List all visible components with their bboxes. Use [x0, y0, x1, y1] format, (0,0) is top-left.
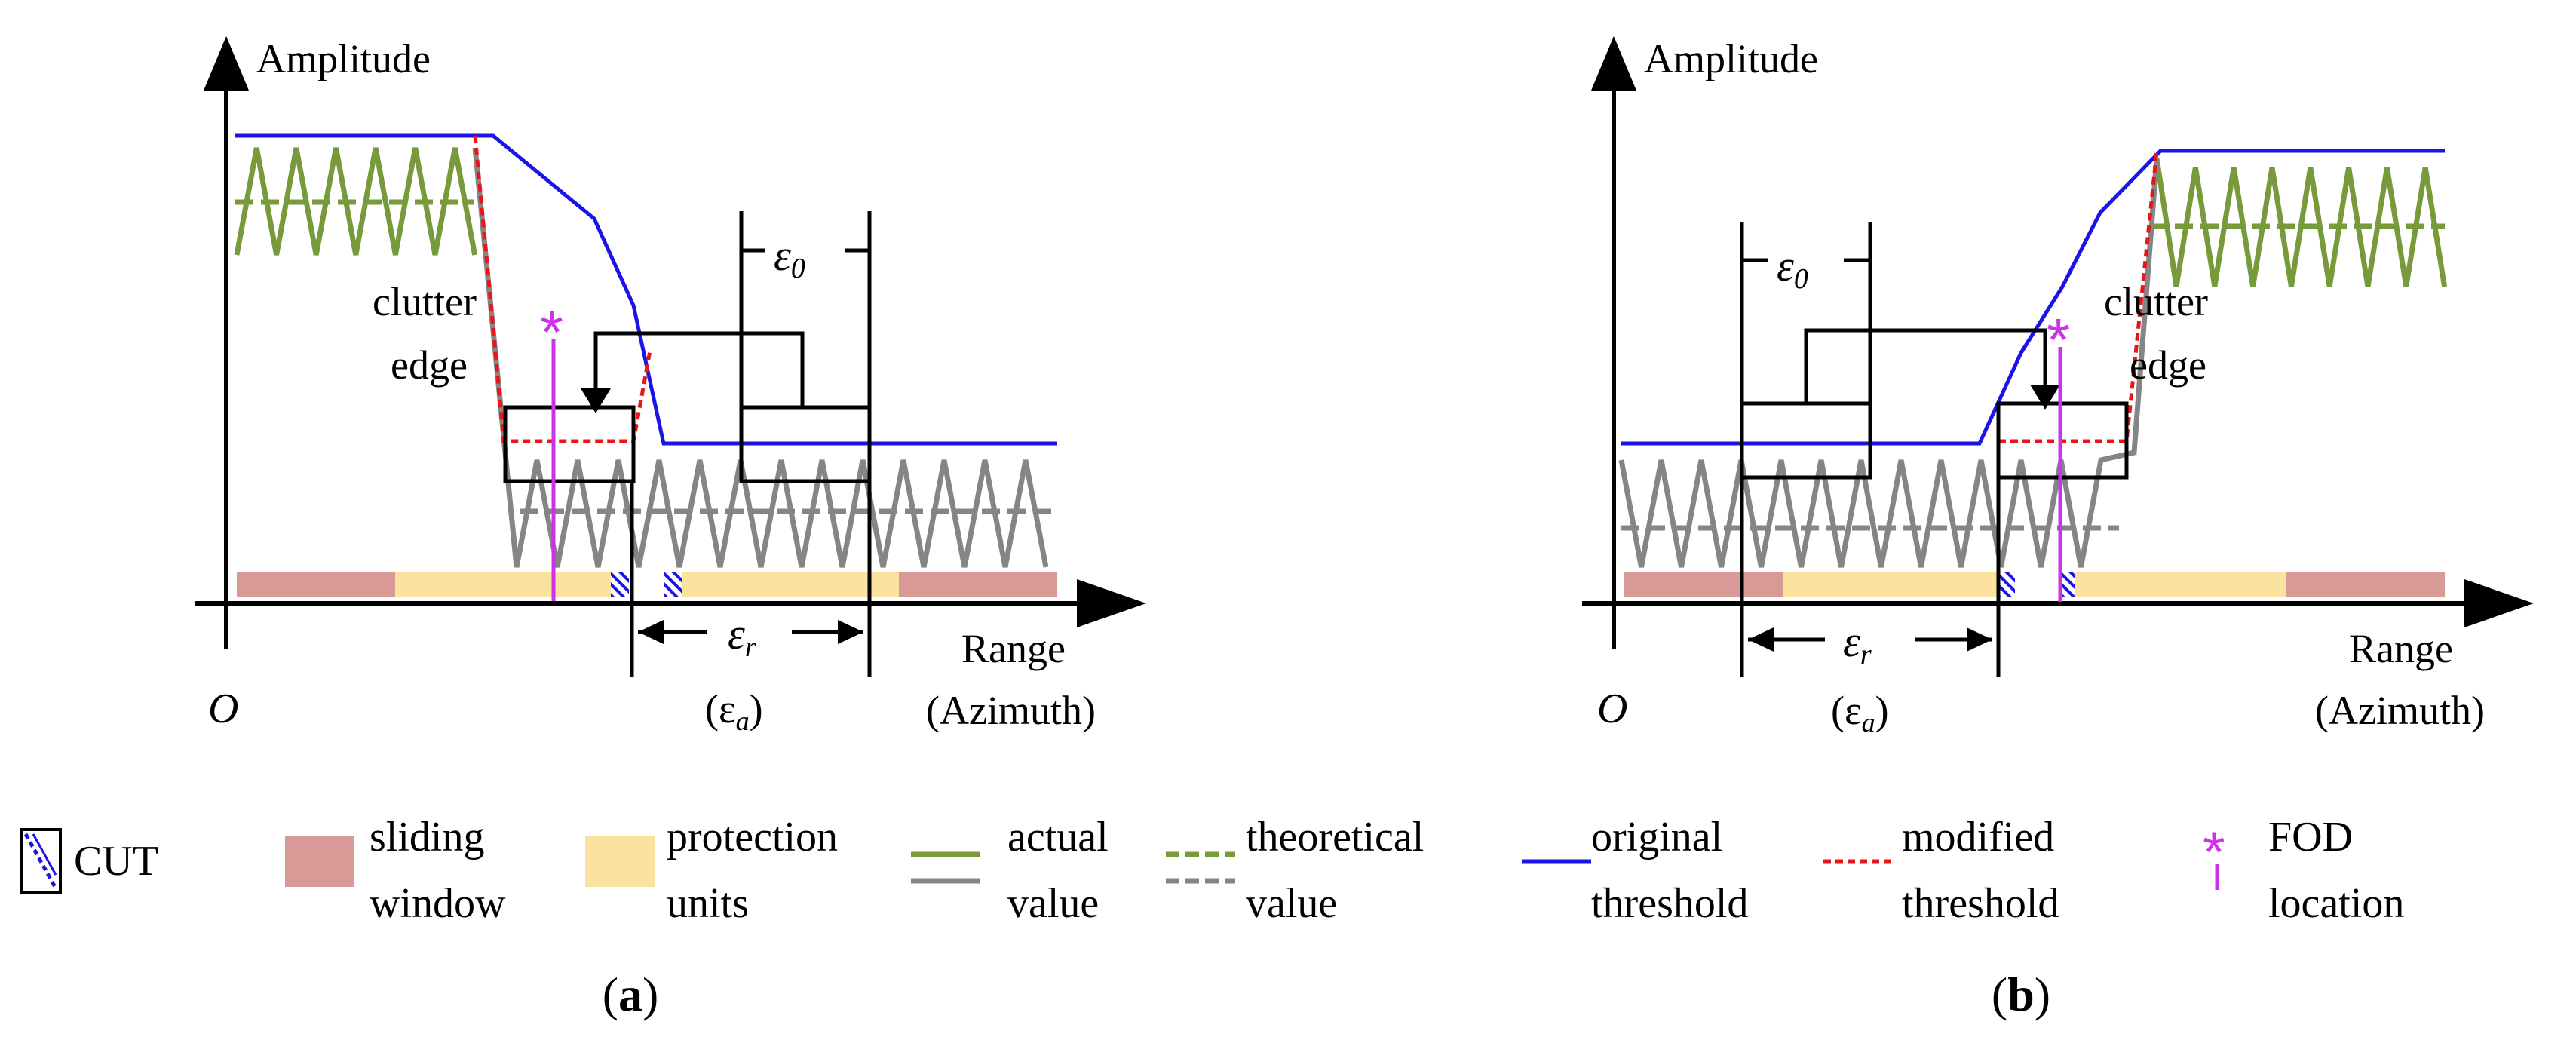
feedback-arrowhead: [581, 388, 611, 413]
fod-asterisk: *: [540, 299, 563, 366]
window-right: [739, 405, 872, 483]
cut-swatch-hatch: [23, 833, 58, 890]
legend-original-label-2: threshold: [1591, 880, 1748, 927]
sliding-window-right: [899, 572, 1057, 597]
sliding-window-left: [1624, 572, 1783, 597]
window-left: [503, 405, 636, 483]
clutter-edge-label-1: clutter: [373, 279, 477, 324]
legend-theoretical-label-2: value: [1246, 880, 1337, 927]
y-axis-label: Amplitude: [256, 36, 431, 81]
window-right: [1996, 401, 2129, 480]
fod-swatch-asterisk: *: [2203, 821, 2225, 885]
eps-r-label: εr: [1843, 617, 1872, 670]
sliding-window-swatch: [285, 836, 354, 887]
clutter-edge-label-2: edge: [2130, 342, 2206, 388]
legend-modified-label-2: threshold: [1902, 880, 2059, 927]
legend-cut-label: CUT: [74, 838, 158, 885]
feedback-arrowhead: [2030, 385, 2060, 410]
legend: CUT sliding window protection units actu…: [20, 814, 2404, 927]
x-axis-arrow: [2464, 579, 2534, 627]
origin-label: O: [1597, 686, 1627, 732]
origin-label: O: [208, 686, 238, 732]
window-left: [1740, 401, 1872, 480]
feedback-arrow: [1804, 328, 2047, 403]
original-threshold-line: [1621, 149, 2445, 446]
x-axis-arrow: [1077, 579, 1146, 627]
legend-actual-label-2: value: [1007, 880, 1099, 927]
eps-r-arrowhead: [638, 620, 664, 644]
x-axis-label-1: Range: [961, 626, 1066, 671]
x-axis-label-2: (Azimuth): [926, 688, 1096, 733]
cut-cell: [1998, 572, 2015, 597]
actual-noise-signal: [1618, 158, 2160, 568]
eps0-label: ε0: [774, 231, 805, 284]
y-axis-label: Amplitude: [1644, 36, 1818, 81]
y-axis-arrow: [1591, 36, 1636, 91]
legend-protection-label-2: units: [667, 880, 749, 927]
eps-r-arrowhead: [1967, 627, 1992, 652]
feedback-arrow: [593, 331, 805, 407]
eps-r-arrowhead: [838, 620, 863, 644]
eps0-label: ε0: [1777, 241, 1808, 295]
legend-modified-label-1: modified: [1902, 814, 2054, 861]
caption-b: (b): [1992, 968, 2050, 1021]
legend-original-label-1: original: [1591, 814, 1722, 861]
protection-units-left: [1783, 572, 1998, 597]
x-axis-label-2: (Azimuth): [2315, 688, 2485, 733]
cut-swatch-hatch: [32, 833, 57, 876]
legend-protection-label-1: protection: [667, 814, 838, 861]
sliding-window-right: [2286, 572, 2445, 597]
protection-units-right: [682, 572, 899, 597]
protection-units-right: [2075, 572, 2286, 597]
eps-a-label: (εa): [705, 686, 763, 736]
legend-actual-label-1: actual: [1007, 814, 1109, 861]
eps-r-arrowhead: [1748, 627, 1774, 652]
legend-theoretical-label-1: theoretical: [1246, 814, 1424, 861]
actual-noise-signal: [472, 147, 1049, 568]
clutter-edge-label-2: edge: [391, 342, 468, 388]
legend-fod-label-1: FOD: [2268, 814, 2353, 861]
clutter-edge-label-1: clutter: [2104, 279, 2208, 324]
y-axis-arrow: [204, 36, 249, 91]
sliding-window-left: [237, 572, 395, 597]
actual-clutter-signal: [2154, 158, 2448, 287]
actual-clutter-signal: [234, 147, 478, 256]
eps-r-label: εr: [728, 609, 756, 663]
protection-units-left: [395, 572, 611, 597]
cut-cell: [611, 572, 629, 597]
caption-a: (a): [603, 968, 659, 1021]
legend-fod-label-2: location: [2268, 880, 2404, 927]
protection-units-swatch: [585, 836, 655, 887]
panel-a: ε0 εr (εa) * Amplitude clutter edge Rang…: [195, 36, 1146, 736]
eps-a-label: (εa): [1831, 688, 1889, 738]
cut-cell: [2059, 572, 2075, 597]
legend-sliding-label-1: sliding: [370, 814, 484, 861]
x-axis-label-1: Range: [2349, 626, 2453, 671]
panel-b: ε0 εr (εa) * Amplitude clutter edge Rang…: [1582, 36, 2534, 738]
cut-cell: [664, 572, 682, 597]
fod-asterisk: *: [2047, 306, 2070, 373]
original-threshold-line: [235, 133, 1057, 446]
legend-sliding-label-2: window: [370, 880, 506, 927]
